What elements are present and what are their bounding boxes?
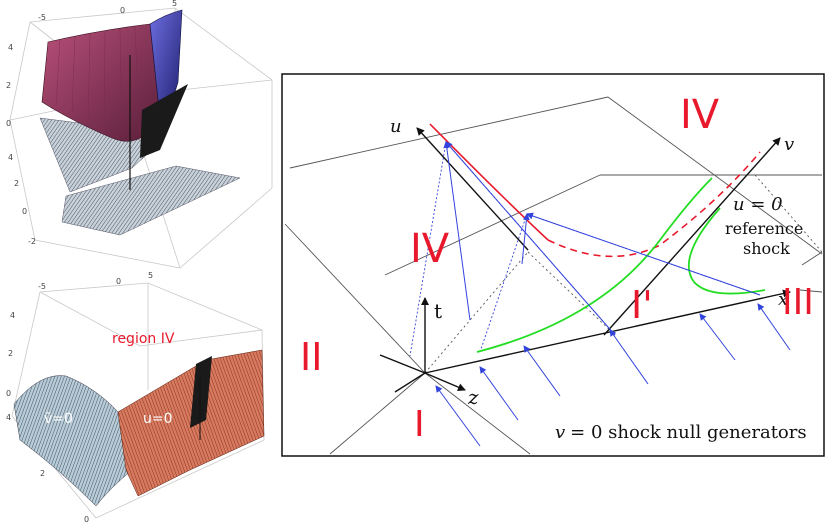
green-curve-right [687,207,766,295]
region-iv-label: region IV [112,331,175,347]
bottom-3d-plot: -5 0 5 4 2 0 4 2 0 region IV v̄=0 u=0 [6,271,265,524]
vbar-surface [13,375,133,507]
null-generators-var: v [555,422,565,443]
top-3d-plot: -5 0 5 4 2 0 4 2 0 -2 [6,0,274,269]
grey-surface-lower [61,165,241,236]
dark-ridge [190,356,212,428]
x-axis-label: x [778,289,788,310]
region-iii: III [782,282,814,323]
top-tick-left-0: 4 [8,43,13,52]
top-tick-top-1: 0 [120,6,125,15]
structure-lines [284,96,823,455]
t-axis-label: t [434,299,442,323]
schematic-frame [281,73,825,457]
null-generators [435,141,791,447]
top-tick-left-3: 4 [8,153,13,162]
v-axis-label: v [784,134,794,155]
bottom-tick-left-5: 0 [84,515,89,524]
ref-shock-line1: reference [725,219,803,238]
red-solid-curve [429,123,549,241]
bottom-tick-top-1: 0 [116,277,121,286]
top-tick-left-1: 2 [6,81,11,90]
z-axis-label: z [467,385,479,409]
bottom-tick-left-2: 0 [6,389,11,398]
u-axis-label: u [390,116,402,137]
v-axis [603,137,781,336]
top-tick-left-4: 2 [14,179,19,188]
top-tick-left-6: -2 [28,237,36,246]
bottom-tick-top-2: 5 [148,271,153,280]
dark-wedge [140,84,188,158]
region-i: I [414,404,425,445]
bottom-tick-top-0: -5 [38,282,46,291]
red-dashed-curve [547,151,761,258]
x-axis [424,289,791,374]
z-axis [424,372,466,391]
region-ii: II [300,335,322,379]
vbar-zero-label: v̄=0 [44,411,73,427]
region-i-prime: I' [631,283,653,327]
purple-surface-mesh [55,26,141,141]
u-zero-label: u=0 [143,411,173,427]
ref-shock-equation: u = 0 [733,194,783,215]
u-axis [416,127,529,251]
null-generators-rest: = 0 shock null generators [570,422,806,443]
bottom-tick-left-0: 4 [10,311,15,320]
region-iv-top: IV [680,92,720,138]
penrose-schematic: u v x t z IV IV II III I I' u = 0 refere… [281,73,825,457]
top-tick-top-0: -5 [38,13,46,22]
region-iv-left: IV [410,226,450,272]
top-tick-left-2: 0 [6,119,11,128]
bottom-tick-left-1: 2 [8,349,13,358]
bottom-tick-left-4: 2 [40,469,45,478]
axes [379,127,791,393]
top-tick-top-2: 5 [172,0,177,8]
null-generators-label: v= 0 shock null generators [555,422,807,443]
bottom-tick-left-3: 4 [6,413,11,422]
dotted-lines [424,174,823,374]
top-tick-left-5: 0 [22,207,27,216]
ref-shock-line2: shock [743,239,790,258]
